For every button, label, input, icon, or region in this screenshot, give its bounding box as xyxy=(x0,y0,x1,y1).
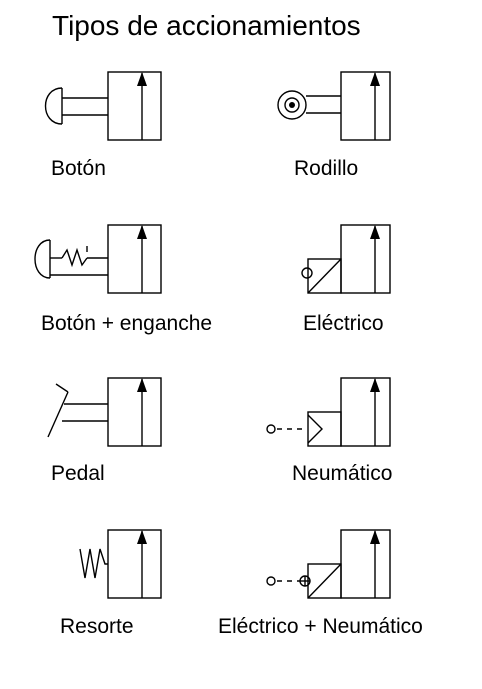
label-resorte: Resorte xyxy=(60,615,134,638)
symbol-neumatico xyxy=(266,377,391,447)
symbol-electrico xyxy=(301,224,391,294)
symbol-electrico-neumatico xyxy=(266,529,391,599)
symbol-rodillo xyxy=(277,71,391,141)
symbol-pedal xyxy=(47,377,162,447)
label-boton: Botón xyxy=(51,157,106,180)
symbol-boton-enganche xyxy=(34,224,162,294)
label-electrico: Eléctrico xyxy=(303,312,384,335)
label-boton-enganche: Botón + enganche xyxy=(41,312,213,335)
label-rodillo: Rodillo xyxy=(294,157,359,180)
label-electrico-neumatico: Eléctrico + Neumático xyxy=(218,615,423,638)
symbol-boton xyxy=(45,71,162,141)
label-neumatico: Neumático xyxy=(292,462,393,485)
symbol-resorte xyxy=(79,529,162,599)
page-title: Tipos de accionamientos xyxy=(52,10,361,41)
label-pedal: Pedal xyxy=(51,462,105,485)
